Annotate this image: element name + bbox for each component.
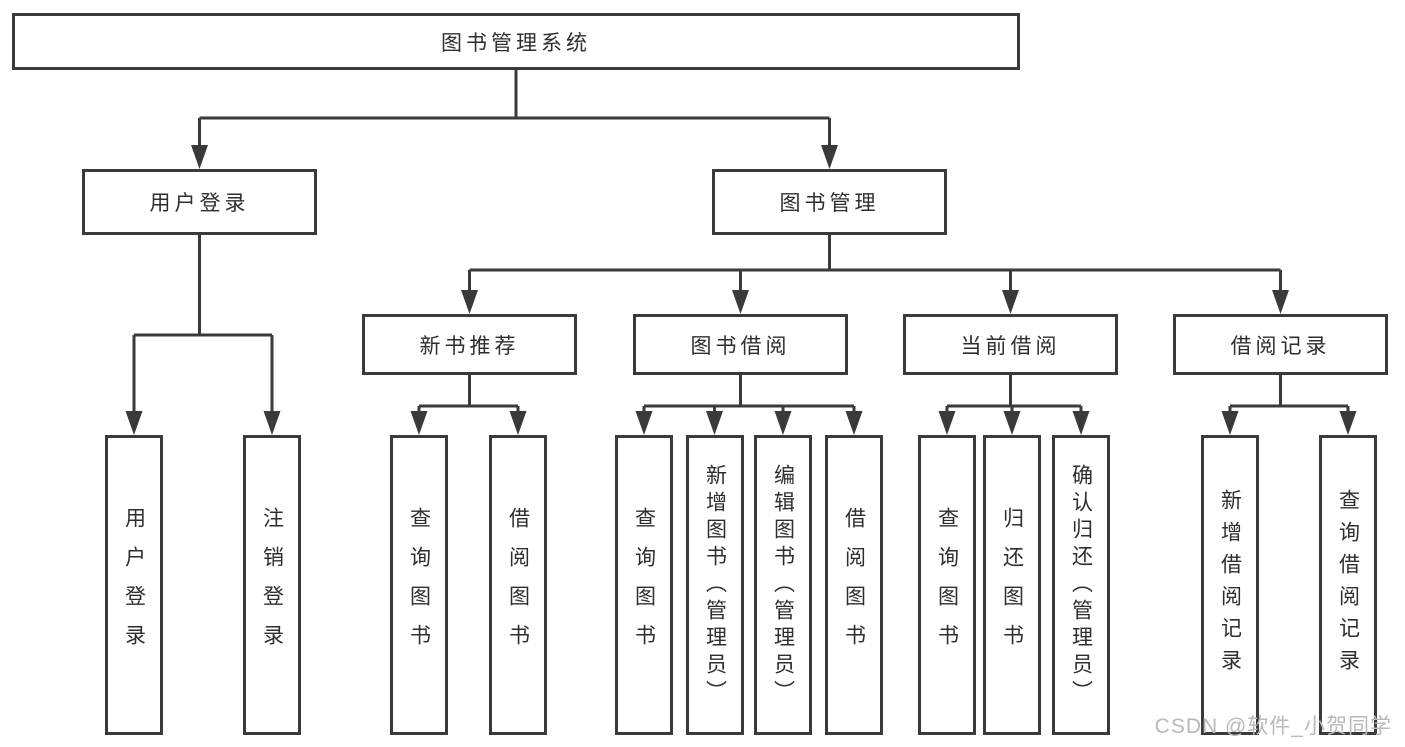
connector-book-borrow-to-leaves: [635, 375, 863, 435]
node-label: 查询借阅记录: [1336, 489, 1360, 681]
node-label: 新增图书（管理员）: [703, 463, 727, 707]
node-user-login: 用户登录: [82, 169, 317, 235]
node-label: 归还图书: [1000, 507, 1024, 663]
node-borrow-records: 借阅记录: [1173, 314, 1388, 375]
node-label: 用户登录: [122, 507, 146, 663]
node-label: 查询图书: [407, 507, 431, 663]
leaf-bb-edit-books-admin: 编辑图书（管理员）: [754, 435, 812, 735]
node-label: 新增借阅记录: [1218, 489, 1242, 681]
node-label: 编辑图书（管理员）: [771, 463, 795, 707]
leaf-user-login: 用户登录: [105, 435, 163, 735]
node-root-system: 图书管理系统: [12, 13, 1020, 70]
leaf-nb-borrow-books: 借阅图书: [489, 435, 547, 735]
node-label: 查询图书: [632, 507, 656, 663]
node-label: 借阅记录: [1230, 334, 1331, 358]
node-label: 注销登录: [260, 507, 284, 663]
node-book-borrow: 图书借阅: [633, 314, 848, 375]
connector-borrow-records-to-leaves: [1221, 375, 1357, 435]
leaf-br-add-borrow-record: 新增借阅记录: [1201, 435, 1259, 735]
node-label: 图书管理系统: [441, 31, 591, 55]
connector-root-to-level2: [191, 70, 838, 169]
leaf-nb-query-books: 查询图书: [390, 435, 448, 735]
connector-book-management-to-level3: [461, 235, 1289, 314]
node-label: 借阅图书: [506, 507, 530, 663]
connector-current-borrow-to-leaves: [938, 375, 1090, 435]
leaf-bb-add-books-admin: 新增图书（管理员）: [686, 435, 744, 735]
leaf-bb-query-books: 查询图书: [615, 435, 673, 735]
leaf-logout-login: 注销登录: [243, 435, 301, 735]
node-label: 借阅图书: [842, 507, 866, 663]
node-label: 图书借阅: [690, 334, 791, 358]
csdn-watermark: CSDN @软件_小贺同学: [1154, 715, 1392, 738]
connector-user-login-to-leaves: [125, 235, 281, 435]
node-book-management: 图书管理: [712, 169, 947, 235]
leaf-cb-query-books: 查询图书: [918, 435, 976, 735]
node-label: 确认归还（管理员）: [1069, 463, 1093, 707]
node-new-book-recommend: 新书推荐: [362, 314, 577, 375]
leaf-cb-return-books: 归还图书: [983, 435, 1041, 735]
node-label: 查询图书: [935, 507, 959, 663]
connector-new-book-to-leaves: [410, 375, 527, 435]
node-label: 新书推荐: [419, 334, 520, 358]
leaf-br-query-borrow-record: 查询借阅记录: [1319, 435, 1377, 735]
leaf-bb-borrow-books: 借阅图书: [825, 435, 883, 735]
node-label: 用户登录: [149, 192, 250, 215]
node-current-borrow: 当前借阅: [903, 314, 1118, 375]
leaf-cb-confirm-return-admin: 确认归还（管理员）: [1052, 435, 1110, 735]
node-label: 图书管理: [779, 192, 880, 215]
node-label: 当前借阅: [960, 334, 1061, 358]
